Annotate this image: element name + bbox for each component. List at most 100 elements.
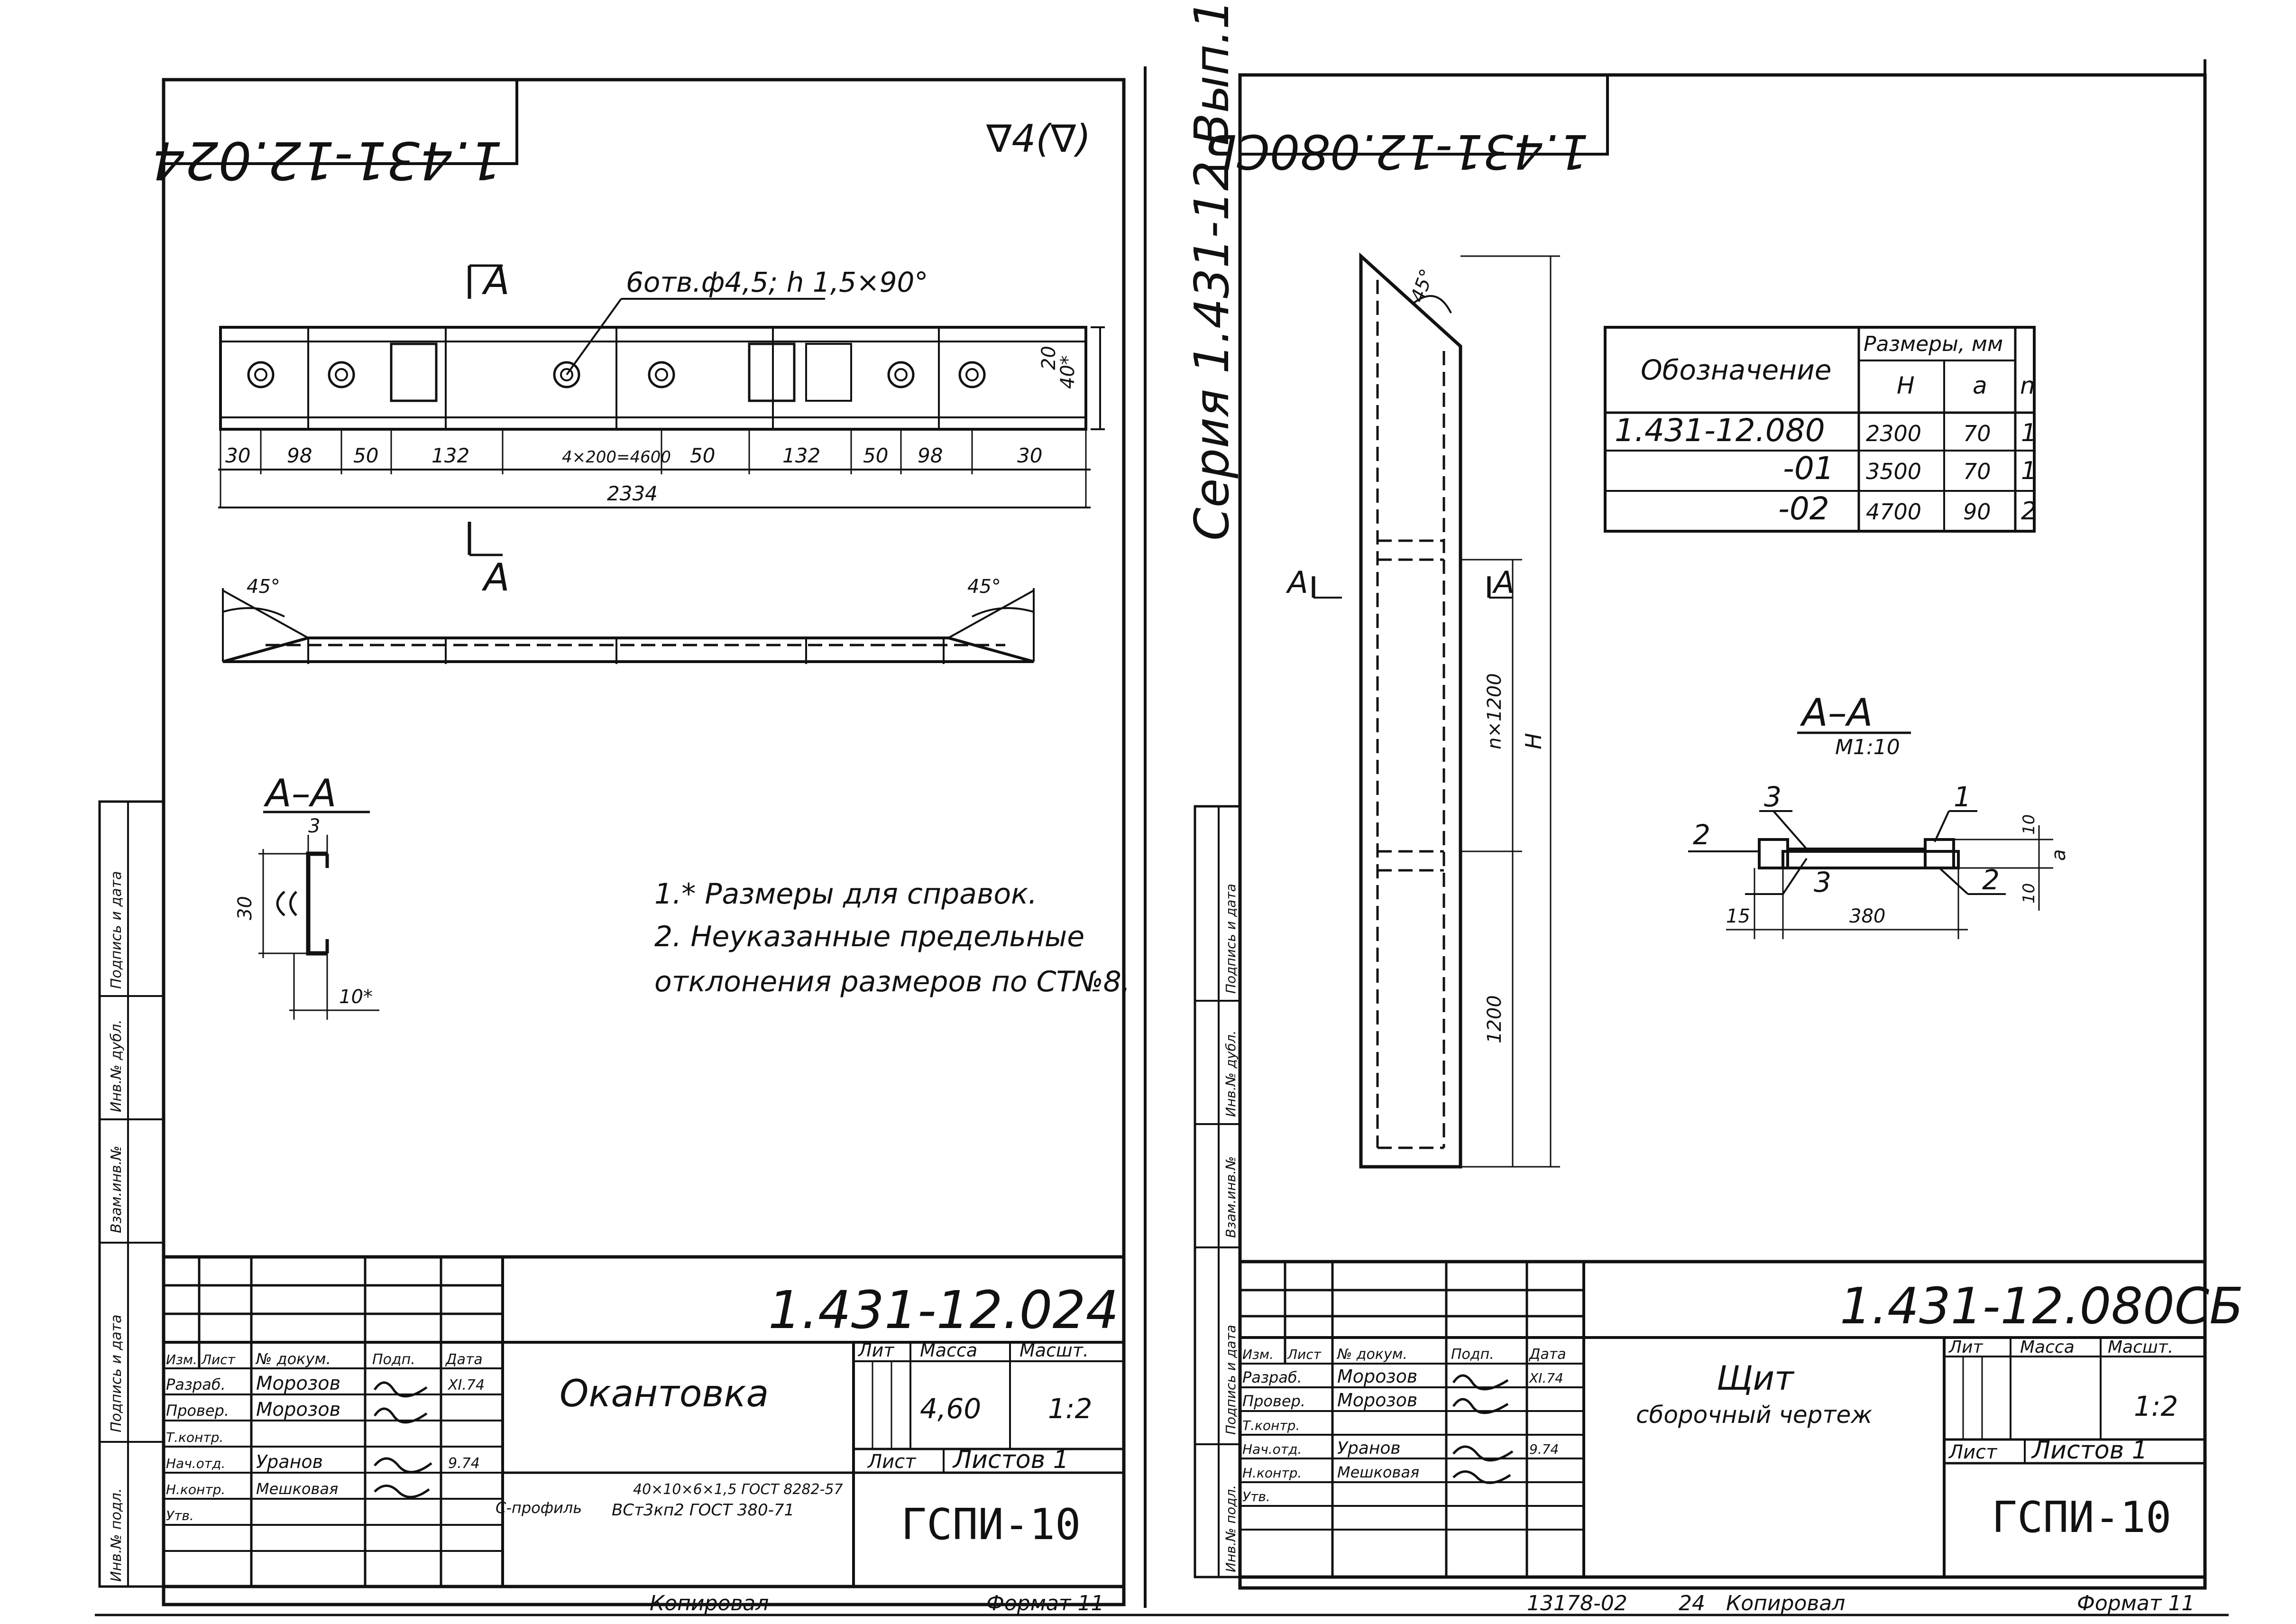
svg-text:Взам.инв.№: Взам.инв.№ bbox=[108, 1145, 125, 1233]
holes-note: 6отв.ф4,5; h 1,5×90° bbox=[626, 266, 928, 298]
right-title-name: Щит bbox=[1717, 1359, 1795, 1398]
left-footer-copy: Копировал bbox=[650, 1591, 769, 1615]
left-notes: 1.* Размеры для справок. 2. Неуказанные … bbox=[654, 877, 1130, 998]
svg-text:30: 30 bbox=[225, 444, 250, 467]
svg-text:70: 70 bbox=[1963, 459, 1991, 484]
svg-text:Листов 1: Листов 1 bbox=[952, 1446, 1069, 1474]
svg-text:Н.контр.: Н.контр. bbox=[166, 1482, 225, 1497]
left-margin-stamp: Инв.№ подл. Подпись и дата Взам.инв.№ Ин… bbox=[98, 800, 165, 1588]
dim-n1200: n×1200 bbox=[1484, 673, 1506, 749]
profile-side: 45° 45° bbox=[222, 576, 1035, 664]
hole-3 bbox=[553, 361, 580, 388]
svg-text:Дата: Дата bbox=[1528, 1346, 1566, 1363]
svg-text:-01: -01 bbox=[1783, 450, 1834, 487]
svg-text:XI.74: XI.74 bbox=[1528, 1370, 1563, 1386]
svg-text:2: 2 bbox=[1982, 864, 2000, 896]
svg-text:H: H bbox=[1897, 372, 1915, 399]
svg-text:380: 380 bbox=[1849, 905, 1885, 927]
svg-text:Мешковая: Мешковая bbox=[256, 1480, 338, 1498]
svg-text:90: 90 bbox=[1963, 499, 1991, 525]
roughness-mark: ∇4(∇) bbox=[986, 117, 1091, 161]
svg-text:3: 3 bbox=[1764, 781, 1782, 813]
svg-text:n: n bbox=[2020, 372, 2035, 399]
svg-text:1: 1 bbox=[2021, 419, 2037, 447]
left-section-aa: A–A 30 3 10* bbox=[234, 771, 379, 1020]
svg-text:Подпись и дата: Подпись и дата bbox=[1223, 1325, 1239, 1435]
svg-text:Утв.: Утв. bbox=[1242, 1489, 1270, 1504]
svg-text:2: 2 bbox=[1693, 819, 1710, 851]
svg-text:Лист: Лист bbox=[867, 1451, 917, 1473]
svg-text:A–A: A–A bbox=[1800, 691, 1873, 735]
svg-text:Изм.: Изм. bbox=[166, 1352, 197, 1367]
left-footer-format: Формат 11 bbox=[986, 1591, 1104, 1615]
svg-text:№ докум.: № докум. bbox=[255, 1350, 331, 1368]
svg-text:Подп.: Подп. bbox=[1451, 1346, 1494, 1363]
svg-text:Морозов: Морозов bbox=[1337, 1390, 1417, 1411]
svg-text:1: 1 bbox=[1954, 781, 1971, 813]
svg-text:Морозов: Морозов bbox=[256, 1373, 340, 1394]
right-scale: 1:2 bbox=[2134, 1390, 2178, 1422]
svg-text:Утв.: Утв. bbox=[166, 1508, 194, 1523]
svg-text:Разраб.: Разраб. bbox=[1242, 1368, 1302, 1386]
left-org: ГСПИ-10 bbox=[901, 1500, 1081, 1550]
svg-text:50: 50 bbox=[690, 444, 715, 467]
panel-angle: 45° bbox=[1406, 266, 1438, 305]
left-title-code: 1.431-12.024 bbox=[768, 1280, 1119, 1340]
svg-text:Листов 1: Листов 1 bbox=[2031, 1436, 2148, 1465]
svg-text:Масшт.: Масшт. bbox=[1019, 1340, 1089, 1361]
svg-text:4×200=4600: 4×200=4600 bbox=[562, 448, 671, 467]
svg-text:Лист: Лист bbox=[1287, 1347, 1322, 1362]
svg-text:Подпись и дата: Подпись и дата bbox=[1223, 884, 1239, 994]
angle-right: 45° bbox=[967, 576, 1001, 598]
svg-text:15: 15 bbox=[1726, 905, 1750, 927]
svg-text:Разраб.: Разраб. bbox=[166, 1375, 226, 1393]
svg-text:50: 50 bbox=[863, 444, 888, 467]
svg-text:a: a bbox=[1973, 372, 1987, 399]
svg-text:Дата: Дата bbox=[445, 1351, 483, 1368]
svg-text:Подпись и дата: Подпись и дата bbox=[108, 1315, 125, 1433]
svg-text:Т.контр.: Т.контр. bbox=[166, 1430, 223, 1445]
left-title-name: Окантовка bbox=[560, 1373, 769, 1415]
svg-text:Уранов: Уранов bbox=[256, 1451, 323, 1472]
left-sheet: 1.431-12.024 ∇4(∇) A 6отв.ф4,5; h 1,5×90… bbox=[98, 78, 1130, 1615]
right-footer-format: Формат 11 bbox=[2077, 1591, 2195, 1615]
svg-text:3: 3 bbox=[1814, 866, 1831, 898]
svg-text:132: 132 bbox=[432, 444, 469, 467]
svg-text:Провер.: Провер. bbox=[166, 1402, 229, 1420]
svg-text:3: 3 bbox=[308, 815, 320, 837]
svg-text:2300: 2300 bbox=[1866, 421, 1921, 446]
svg-text:Инв.№ подл.: Инв.№ подл. bbox=[108, 1488, 125, 1582]
svg-text:Инв.№ дубл.: Инв.№ дубл. bbox=[108, 1019, 125, 1112]
svg-text:-02: -02 bbox=[1778, 490, 1829, 527]
svg-text:9.74: 9.74 bbox=[1529, 1441, 1559, 1457]
svg-text:A–A: A–A bbox=[263, 771, 336, 815]
svg-text:2. Неуказанные предельные: 2. Неуказанные предельные bbox=[654, 920, 1084, 953]
svg-text:Инв.№ подл.: Инв.№ подл. bbox=[1223, 1485, 1239, 1572]
right-footer-num: 13178-02 bbox=[1527, 1591, 1627, 1615]
svg-text:40×10×6×1,5 ГОСТ 8282-57: 40×10×6×1,5 ГОСТ 8282-57 bbox=[633, 1481, 843, 1498]
svg-text:30: 30 bbox=[234, 896, 256, 920]
svg-text:Морозов: Морозов bbox=[256, 1399, 340, 1421]
svg-text:Лит: Лит bbox=[857, 1340, 895, 1361]
left-code-box: 1.431-12.024 bbox=[152, 80, 518, 191]
hole-1 bbox=[247, 361, 275, 388]
svg-text:132: 132 bbox=[782, 444, 820, 467]
svg-text:Н.контр.: Н.контр. bbox=[1242, 1465, 1302, 1481]
svg-text:4700: 4700 bbox=[1866, 499, 1921, 525]
svg-text:70: 70 bbox=[1963, 421, 1991, 446]
svg-text:Нач.отд.: Нач.отд. bbox=[1242, 1441, 1302, 1457]
svg-text:3500: 3500 bbox=[1866, 459, 1921, 484]
right-sheet: 1.431-12.080СБ Серия 1.431-12 Вып.1 45° … bbox=[1184, 0, 2243, 1615]
hole-5 bbox=[887, 361, 915, 388]
svg-text:A: A bbox=[1286, 565, 1308, 600]
dim-20: 20 bbox=[1038, 346, 1060, 370]
dim-40: 40* bbox=[1057, 355, 1079, 389]
svg-text:9.74: 9.74 bbox=[448, 1455, 480, 1472]
svg-text:Изм.: Изм. bbox=[1242, 1347, 1274, 1362]
svg-text:Обозначение: Обозначение bbox=[1641, 354, 1831, 386]
svg-text:Лит: Лит bbox=[1948, 1338, 1983, 1357]
svg-text:Провер.: Провер. bbox=[1242, 1392, 1305, 1410]
svg-text:№ докум.: № докум. bbox=[1336, 1346, 1407, 1363]
svg-text:Масса: Масса bbox=[920, 1340, 977, 1361]
